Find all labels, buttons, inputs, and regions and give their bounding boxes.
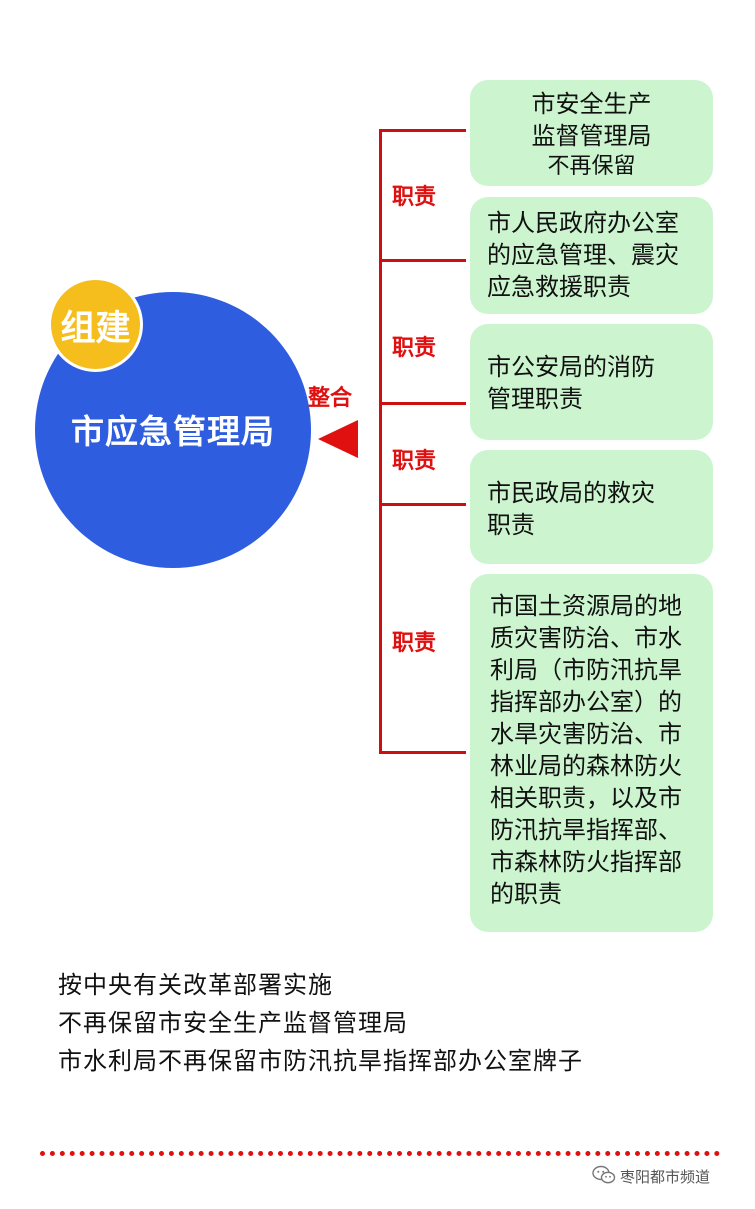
connector-line-5 xyxy=(379,751,466,754)
source-box-land-water-forestry: 市国土资源局的地 质灾害防治、市水 利局（市防汛抗旱 指挥部办公室）的 水旱灾害… xyxy=(470,574,713,932)
box-line: 监督管理局 xyxy=(531,122,652,150)
duty-label: 职责 xyxy=(392,336,437,361)
badge-label: 组建 xyxy=(60,309,131,349)
footer-note: 按中央有关改革部署实施 xyxy=(58,971,333,999)
box-line: 职责 xyxy=(487,511,535,539)
box-line: 质灾害防治、市水 xyxy=(490,624,682,652)
box-line: 水旱灾害防治、市 xyxy=(490,720,682,748)
connector-line-3 xyxy=(379,402,466,405)
wechat-icon xyxy=(592,1165,616,1184)
box-line: 市人民政府办公室 xyxy=(487,209,679,237)
box-line: 应急救援职责 xyxy=(487,273,631,301)
duty-label: 职责 xyxy=(392,185,437,210)
box-line: 市公安局的消防 xyxy=(487,353,655,381)
badge-circle xyxy=(48,277,143,372)
box-line: 市民政局的救灾 xyxy=(487,479,655,507)
box-line: 市国土资源局的地 xyxy=(490,592,682,620)
main-title: 市应急管理局 xyxy=(71,412,275,451)
merge-arrow-icon xyxy=(318,420,358,458)
box-line: 林业局的森林防火 xyxy=(490,752,682,780)
box-line: 相关职责，以及市 xyxy=(490,784,682,812)
connector-vertical-line xyxy=(379,129,382,754)
source-box-civil-affairs: 市民政局的救灾 职责 xyxy=(470,450,713,564)
dotted-divider xyxy=(40,1151,720,1156)
footer-note: 不再保留市安全生产监督管理局 xyxy=(58,1009,408,1037)
source-box-safety-bureau: 市安全生产 监督管理局 不再保留 xyxy=(470,80,713,186)
watermark-text: 枣阳都市频道 xyxy=(620,1168,711,1186)
box-line: 指挥部办公室）的 xyxy=(490,688,682,716)
box-line: 管理职责 xyxy=(487,385,583,413)
box-line: 市森林防火指挥部 xyxy=(490,848,682,876)
box-line: 的职责 xyxy=(490,880,562,908)
box-line: 市安全生产 xyxy=(531,90,652,118)
box-line: 利局（市防汛抗旱 xyxy=(490,656,682,684)
footer-note: 市水利局不再保留市防汛抗旱指挥部办公室牌子 xyxy=(58,1047,583,1075)
duty-label: 职责 xyxy=(392,631,437,656)
box-line: 防汛抗旱指挥部、 xyxy=(490,816,682,844)
connector-line-1 xyxy=(379,129,466,132)
source-box-public-security: 市公安局的消防 管理职责 xyxy=(470,324,713,440)
connector-line-4 xyxy=(379,503,466,506)
source-box-government-office: 市人民政府办公室 的应急管理、震灾 应急救援职责 xyxy=(470,197,713,314)
duty-label: 职责 xyxy=(392,449,437,474)
merge-label: 整合 xyxy=(308,386,353,411)
box-line: 的应急管理、震灾 xyxy=(487,241,679,269)
connector-line-2 xyxy=(379,259,466,262)
box-note: 不再保留 xyxy=(547,154,636,179)
